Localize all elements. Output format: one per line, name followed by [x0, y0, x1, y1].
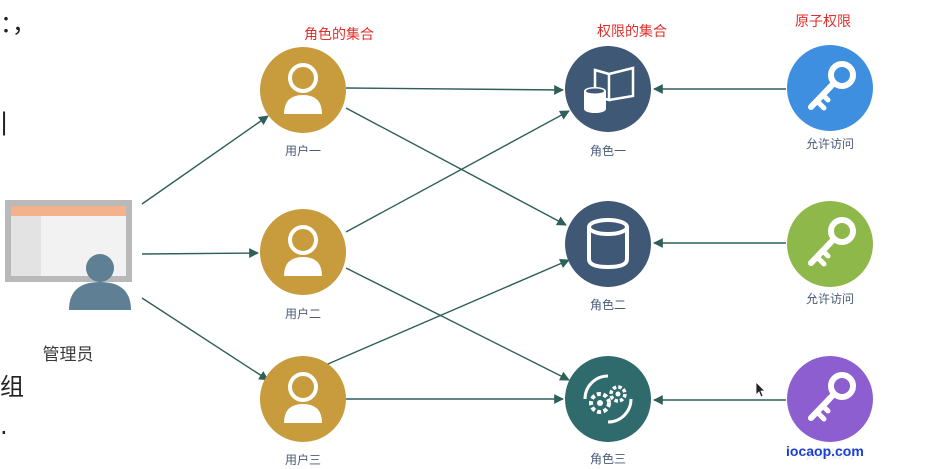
key-icon: [808, 61, 856, 111]
permission1-node: [787, 45, 873, 131]
user-icon: [284, 225, 322, 276]
book-database-icon: [584, 66, 635, 113]
edge-user1-role1: [345, 85, 564, 95]
user-icon: [284, 63, 322, 114]
edge-user2-role3: [345, 267, 570, 381]
cropped-text-2: |: [0, 108, 9, 136]
edge-user3-role2: [313, 258, 570, 371]
permission2-node: [787, 201, 873, 287]
user-icon: [284, 372, 322, 423]
role2-node: [565, 201, 651, 287]
database-icon: [587, 218, 629, 270]
permission2-label: 允许访问: [805, 292, 854, 306]
header-roles-set: 角色的集合: [304, 27, 374, 43]
user2-label: 用户二: [284, 307, 321, 321]
user1-node: [260, 47, 346, 133]
admin-monitor-icon: [5, 200, 132, 310]
user3-label: 用户三: [284, 453, 321, 467]
key-icon: [808, 372, 856, 422]
cropped-text-4: .: [0, 412, 8, 440]
role1-label: 角色一: [589, 144, 626, 158]
watermark: iocaop.com: [783, 443, 867, 459]
cropped-text-1: ：，: [0, 10, 36, 38]
gears-icon: [583, 374, 633, 424]
role3-node: [565, 356, 651, 442]
edge-admin-user1: [141, 115, 269, 205]
edge-admin-user3: [141, 297, 269, 381]
edge-user2-role1: [345, 110, 570, 233]
header-atomic-permissions: 原子权限: [795, 14, 851, 30]
user3-node: [260, 356, 346, 442]
admin-label: 管理员: [42, 345, 94, 365]
mouse-cursor-icon: [756, 382, 766, 398]
edge-user1-role2: [345, 107, 567, 226]
role2-label: 角色二: [589, 298, 626, 312]
key-icon: [808, 217, 856, 267]
user1-label: 用户一: [284, 144, 321, 158]
cropped-text-3: 组: [0, 373, 24, 401]
header-permissions-set: 权限的集合: [597, 24, 667, 40]
permission3-node: [787, 356, 873, 442]
admin-node: [5, 200, 133, 310]
role3-label: 角色三: [589, 452, 626, 466]
role1-node: [565, 46, 651, 132]
edge-admin-user2: [141, 248, 259, 258]
permission1-label: 允许访问: [805, 137, 854, 151]
user2-node: [260, 209, 346, 295]
